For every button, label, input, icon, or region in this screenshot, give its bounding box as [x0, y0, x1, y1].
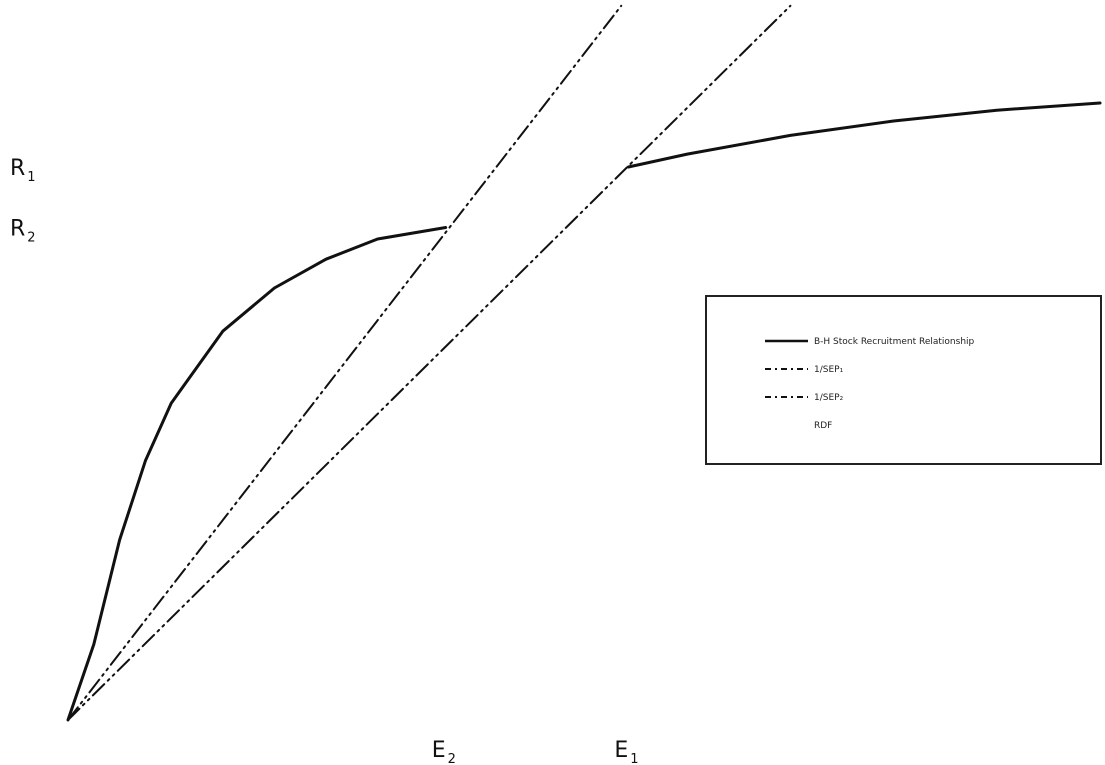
legend: B-H Stock Recruitment Relationship 1/SEP₁… — [705, 295, 1102, 465]
legend-items: B-H Stock Recruitment Relationship 1/SEP₁… — [765, 337, 975, 431]
chart-curves — [66, 4, 1102, 722]
legend-box — [705, 295, 1102, 465]
series-line-1-sep-1 — [67, 4, 623, 721]
legend-label-rdf: RDF — [814, 421, 832, 431]
legend-label-b-h-stock-recruitment-relationship: B-H Stock Recruitment Relationship — [814, 337, 975, 347]
legend-label-1-sep: 1/SEP₁ — [814, 365, 844, 375]
series-line-1-sep-1 — [67, 4, 792, 721]
series-line-b-h-stock-recruitment-relationship-1 — [66, 226, 448, 722]
series-line-b-h-stock-recruitment-relationship-2 — [626, 101, 1102, 169]
legend-label-1-sep: 1/SEP₂ — [814, 393, 844, 403]
